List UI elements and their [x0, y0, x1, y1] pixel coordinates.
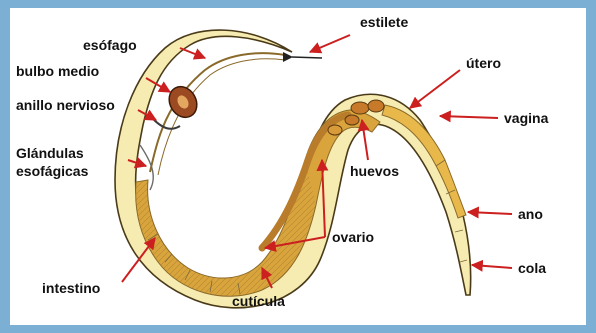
label-esofagicas: esofágicas — [16, 163, 89, 179]
label-cola: cola — [518, 260, 546, 276]
label-intestino: intestino — [42, 280, 100, 296]
label-glandulas: Glándulas — [16, 145, 84, 161]
egg — [351, 102, 369, 114]
label-vagina: vagina — [504, 110, 549, 126]
label-estilete: estilete — [360, 14, 408, 30]
egg — [368, 100, 384, 112]
egg — [345, 115, 359, 125]
label-utero: útero — [466, 55, 501, 71]
label-esofago: esófago — [83, 37, 137, 53]
egg — [328, 125, 342, 135]
label-cuticula: cutícula — [232, 293, 285, 309]
label-huevos: huevos — [350, 163, 399, 179]
label-anillo-nervioso: anillo nervioso — [16, 97, 115, 113]
label-ano: ano — [518, 206, 543, 222]
label-ovario: ovario — [332, 229, 374, 245]
stylet — [292, 57, 322, 58]
label-bulbo-medio: bulbo medio — [16, 63, 99, 79]
